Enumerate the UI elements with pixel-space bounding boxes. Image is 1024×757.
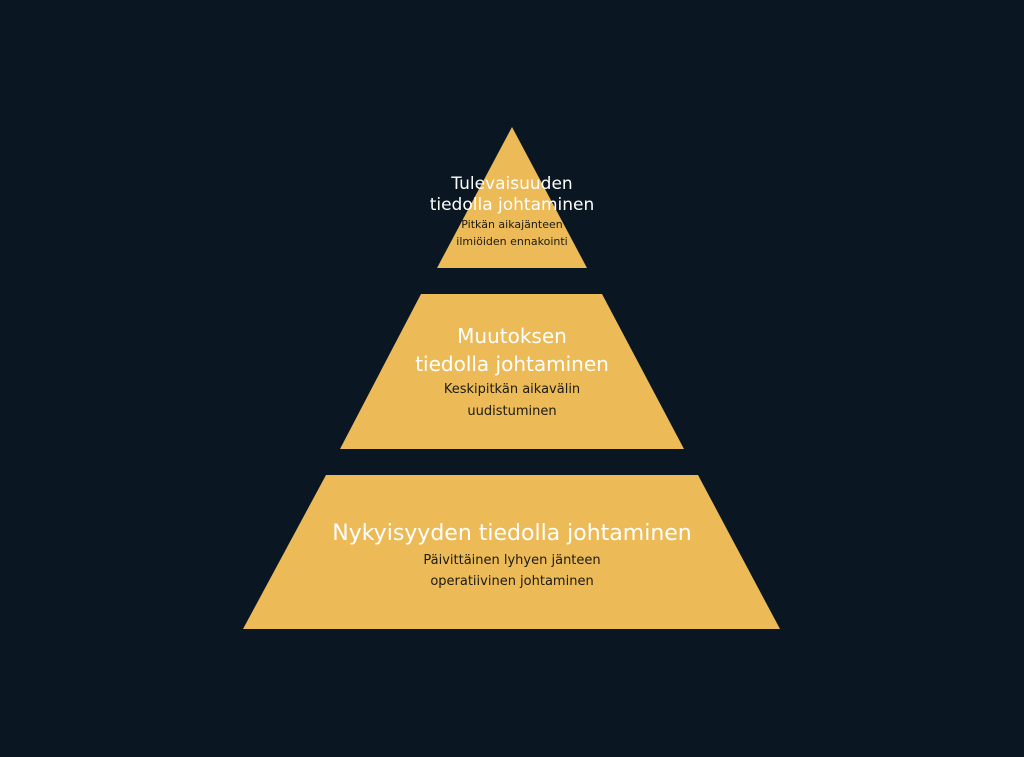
level-middle-subtitle-line1: Keskipitkän aikavälin	[443, 382, 581, 397]
level-top-label: Tulevaisuuden tiedolla johtaminen Pitkän…	[412, 174, 612, 250]
pyramid-segment-bottom	[243, 475, 780, 629]
level-bottom-subtitle-line1: Päivittäinen lyhyen jänteen	[423, 553, 601, 568]
level-middle-subtitle-line2: uudistuminen	[467, 404, 557, 419]
level-middle-label: Muutoksen tiedolla johtaminen Keskipitkä…	[362, 322, 662, 422]
level-bottom-subtitle-line2: operatiivinen johtaminen	[430, 574, 594, 589]
level-top-subtitle-line1: Pitkän aikajänteen	[461, 218, 563, 231]
level-bottom-title: Nykyisyyden tiedolla johtaminen	[332, 521, 692, 546]
pyramid-segment-top	[437, 127, 587, 268]
level-bottom-label: Nykyisyyden tiedolla johtaminen Päivittä…	[252, 518, 772, 592]
pyramid-segment-middle	[340, 294, 684, 449]
level-top-title-line1: Tulevaisuuden	[451, 174, 573, 194]
level-middle-title-line2: tiedolla johtaminen	[415, 352, 609, 376]
level-top-title-line2: tiedolla johtaminen	[429, 195, 595, 215]
level-middle-title-line1: Muutoksen	[457, 324, 567, 348]
level-top-subtitle-line2: ilmiöiden ennakointi	[456, 235, 568, 248]
